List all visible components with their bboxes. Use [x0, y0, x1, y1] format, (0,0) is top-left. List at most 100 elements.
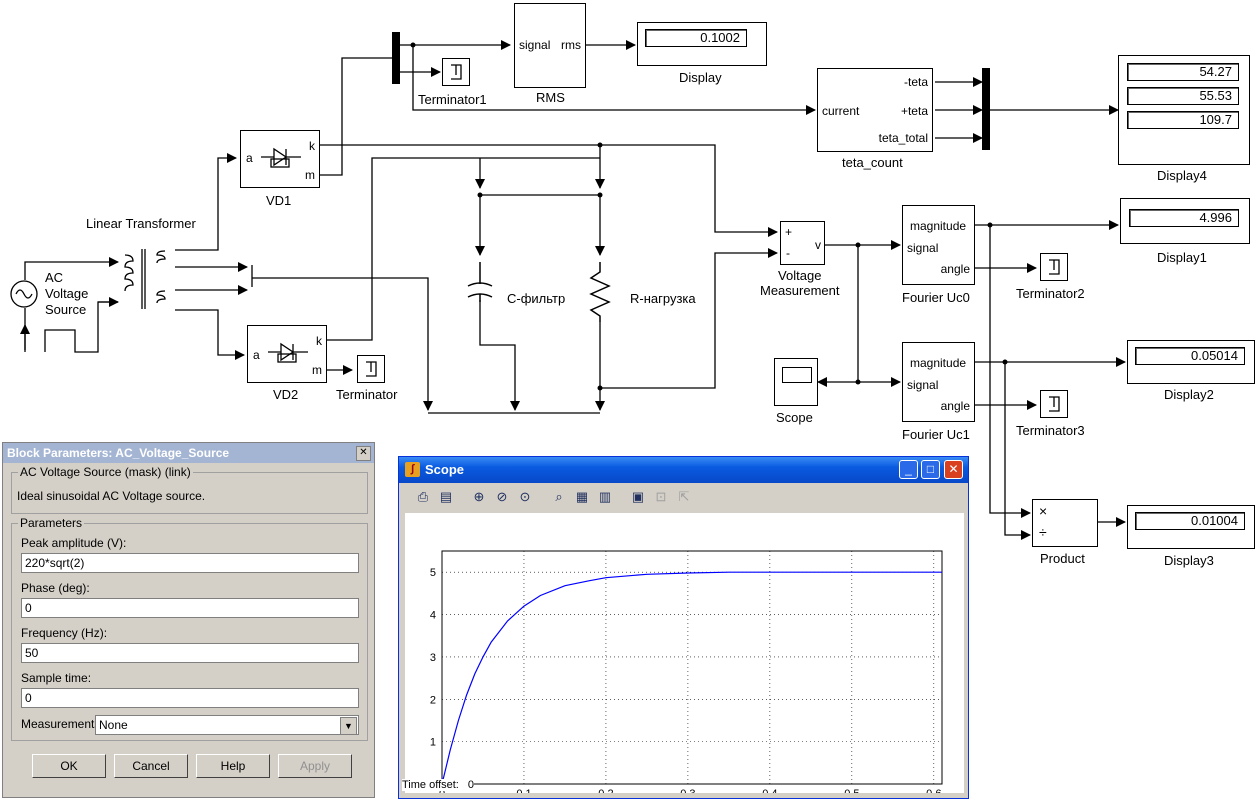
display2-value: 0.05014 [1135, 347, 1245, 365]
terminator-icon [366, 361, 377, 377]
rms-label: RMS [536, 90, 565, 105]
fourier-uc1-block[interactable]: magnitude signal angle [902, 342, 975, 422]
display1-value: 4.996 [1129, 209, 1239, 227]
measurements-select[interactable]: None ▼ [95, 715, 359, 735]
product-block[interactable]: × ÷ [1032, 499, 1098, 547]
time-offset: Time offset: 0 [402, 779, 475, 791]
terminator-block[interactable] [357, 355, 385, 383]
display-value: 0.1002 [645, 29, 747, 47]
teta-port-current: current [822, 104, 860, 118]
terminator3-block[interactable] [1040, 390, 1068, 418]
display-label: Display [679, 70, 722, 85]
sine-source-icon [10, 280, 38, 308]
scope-window-title: Scope [399, 457, 968, 483]
y-tick-label: 5 [430, 567, 436, 579]
vm-port-plus: + [785, 225, 793, 239]
zoom-x-icon[interactable]: ⊘ [496, 489, 508, 504]
measurements-value: None [99, 718, 128, 732]
vd1-port-k: k [309, 139, 315, 153]
rms-block[interactable]: signal rms [514, 3, 586, 88]
fourier-uc0-block[interactable]: magnitude signal angle [902, 205, 975, 285]
x-tick-label: 0.6 [926, 788, 941, 793]
vd2-label: VD2 [273, 387, 299, 402]
voltage-measurement-block[interactable]: + - v [780, 221, 825, 265]
display1-block[interactable]: 4.996 [1120, 198, 1250, 244]
display3-block[interactable]: 0.01004 [1127, 505, 1255, 549]
display2-block[interactable]: 0.05014 [1127, 340, 1255, 384]
resistor-label: R-нагрузка [630, 291, 696, 306]
terminator2-block[interactable] [1040, 253, 1068, 281]
ok-button[interactable]: OK [32, 754, 106, 778]
f0-port-magnitude: magnitude [910, 219, 967, 233]
block-parameters-dialog: Block Parameters: AC_Voltage_Source ✕ AC… [2, 442, 375, 798]
product-mul-icon: × [1039, 503, 1048, 519]
teta-port-plus: +teta [900, 104, 928, 118]
f1-port-signal: signal [907, 378, 939, 392]
help-button[interactable]: Help [196, 754, 270, 778]
restore-axes-icon[interactable]: ▥ [598, 489, 612, 504]
thyristor-icon [268, 342, 308, 363]
rms-port-rms: rms [561, 38, 581, 52]
print-icon[interactable]: ⎙ [417, 489, 429, 504]
zoom-icon[interactable]: ⊕ [473, 489, 485, 504]
display2-label: Display2 [1164, 387, 1214, 402]
save-axes-icon[interactable]: ▦ [575, 489, 589, 504]
thyristor-icon [261, 147, 301, 168]
frequency-field[interactable]: 50 [21, 643, 359, 663]
close-icon[interactable]: ✕ [944, 460, 963, 479]
param-label-sample-time: Sample time: [21, 671, 92, 685]
floating-scope-icon[interactable]: ▣ [631, 489, 645, 504]
measurements-label: Measurements [21, 717, 101, 731]
maximize-icon[interactable]: □ [921, 460, 940, 479]
linear-transformer[interactable] [120, 245, 176, 313]
display3-value: 0.01004 [1135, 512, 1245, 530]
x-tick-label: 0.4 [762, 788, 777, 793]
f1-port-magnitude: magnitude [910, 356, 967, 370]
x-tick-label: 0.3 [680, 788, 695, 793]
display4-label: Display4 [1157, 168, 1207, 183]
terminator1-block[interactable] [442, 58, 470, 86]
plot-frame [441, 550, 943, 785]
chevron-down-icon[interactable]: ▼ [340, 717, 357, 735]
vm-port-v: v [815, 238, 821, 252]
teta-count-block[interactable]: current -teta +teta teta_total [817, 68, 933, 152]
transformer-label: Linear Transformer [86, 216, 196, 231]
fourier-uc0-label: Fourier Uc0 [902, 290, 970, 305]
display4-value-2: 55.53 [1127, 87, 1239, 105]
cancel-button[interactable]: Cancel [114, 754, 188, 778]
vd2-block[interactable]: a k m [247, 325, 327, 383]
lock-icon[interactable]: ⊡ [655, 489, 667, 504]
autoscale-icon[interactable]: ⌕ [555, 489, 563, 504]
mask-group: AC Voltage Source (mask) (link) Ideal si… [11, 465, 368, 514]
display-block[interactable]: 0.1002 [637, 22, 767, 66]
terminator-icon [1049, 259, 1060, 275]
vd1-port-a: a [246, 151, 253, 165]
voltage-measurement-label: Voltage Measurement [760, 268, 840, 298]
close-icon[interactable]: ✕ [356, 446, 371, 461]
param-label-phase: Phase (deg): [21, 581, 90, 595]
teta-count-label: teta_count [842, 155, 903, 170]
terminator1-label: Terminator1 [418, 92, 487, 107]
y-tick-label: 2 [430, 694, 436, 706]
minimize-icon[interactable]: _ [899, 460, 918, 479]
mask-description: Ideal sinusoidal AC Voltage source. [17, 489, 206, 503]
series-line [441, 571, 942, 785]
param-label-frequency: Frequency (Hz): [21, 626, 108, 640]
signal-select-icon[interactable]: ⇱ [678, 489, 690, 504]
scope-screen-icon [782, 367, 812, 383]
scope-block[interactable] [774, 358, 818, 406]
scope-window: Scope ∫ _ □ ✕ ⎙ ▤ ⊕ ⊘ ⊙ ⌕ ▦ ▥ ▣ ⊡ ⇱ 00.1… [398, 456, 969, 800]
display4-value-3: 109.7 [1127, 111, 1239, 129]
display4-block[interactable]: 54.27 55.53 109.7 [1118, 55, 1250, 165]
amplitude-field[interactable]: 220*sqrt(2) [21, 553, 359, 573]
parameters-icon[interactable]: ▤ [439, 489, 453, 504]
ac-voltage-source[interactable] [8, 278, 40, 310]
phase-field[interactable]: 0 [21, 598, 359, 618]
zoom-y-icon[interactable]: ⊙ [519, 489, 531, 504]
vd1-block[interactable]: a k m [240, 130, 320, 188]
display1-label: Display1 [1157, 250, 1207, 265]
mask-group-title: AC Voltage Source (mask) (link) [18, 465, 193, 479]
apply-button[interactable]: Apply [278, 754, 352, 778]
parameters-group: Parameters [11, 516, 368, 741]
sample-time-field[interactable]: 0 [21, 688, 359, 708]
